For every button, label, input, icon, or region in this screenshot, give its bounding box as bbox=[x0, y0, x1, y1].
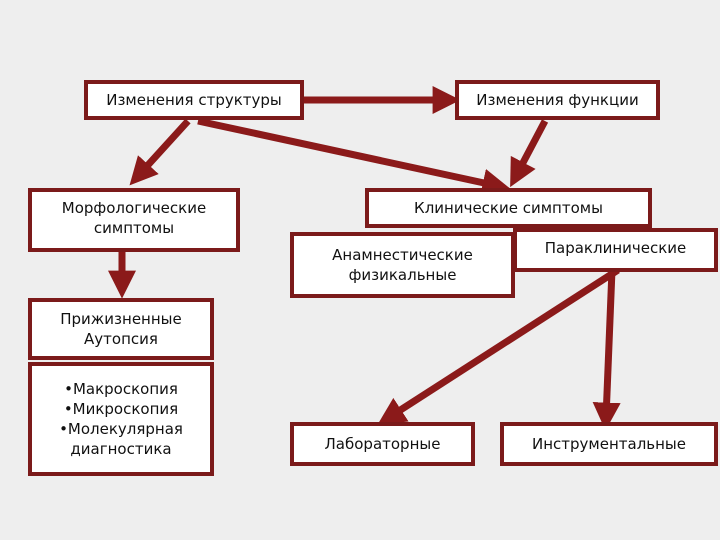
arrow-paraclinical-to-laboratory bbox=[377, 267, 620, 425]
arrow-function-to-clinical bbox=[510, 119, 549, 188]
anamnestic-line2: физикальные bbox=[348, 266, 457, 284]
anamnestic-line1: Анамнестические bbox=[332, 246, 473, 264]
laboratory-label: Лабораторные bbox=[324, 435, 441, 453]
structure-changes-box: Изменения структуры bbox=[84, 80, 304, 120]
method-molecular: •Молекулярная bbox=[59, 420, 183, 438]
arrow-structure-to-morph bbox=[129, 118, 191, 186]
function-changes-box: Изменения функции bbox=[455, 80, 660, 120]
morphological-symptoms-line2: симптомы bbox=[93, 219, 175, 237]
clinical-symptoms-box: Клинические симптомы bbox=[365, 188, 652, 228]
autopsy-line: Аутопсия bbox=[84, 330, 158, 348]
lifetime-line: Прижизненные bbox=[60, 310, 182, 328]
instrumental-box: Инструментальные bbox=[500, 422, 718, 466]
instrumental-label: Инструментальные bbox=[532, 435, 686, 453]
morphological-symptoms-line1: Морфологические bbox=[61, 199, 207, 217]
structure-changes-label: Изменения структуры bbox=[106, 91, 282, 109]
method-microscopy: •Микроскопия bbox=[63, 400, 179, 418]
anamnestic-box: Анамнестические физикальные bbox=[290, 232, 515, 298]
morphological-symptoms-box: Морфологические симптомы bbox=[28, 188, 240, 252]
clinical-symptoms-label: Клинические симптомы bbox=[414, 199, 603, 217]
paraclinical-box: Параклинические bbox=[513, 228, 718, 272]
lifetime-autopsy-box: Прижизненные Аутопсия bbox=[28, 298, 214, 360]
arrow-structure-to-clinical bbox=[197, 117, 511, 197]
paraclinical-label: Параклинические bbox=[544, 239, 687, 257]
laboratory-box: Лабораторные bbox=[290, 422, 475, 466]
arrow-paraclinical-to-instrumental bbox=[592, 269, 621, 431]
function-changes-label: Изменения функции bbox=[476, 91, 639, 109]
method-diagnostics: диагностика bbox=[70, 440, 172, 458]
method-macroscopy: •Макроскопия bbox=[64, 380, 178, 398]
methods-box: •Макроскопия •Микроскопия •Молекулярная … bbox=[28, 362, 214, 476]
